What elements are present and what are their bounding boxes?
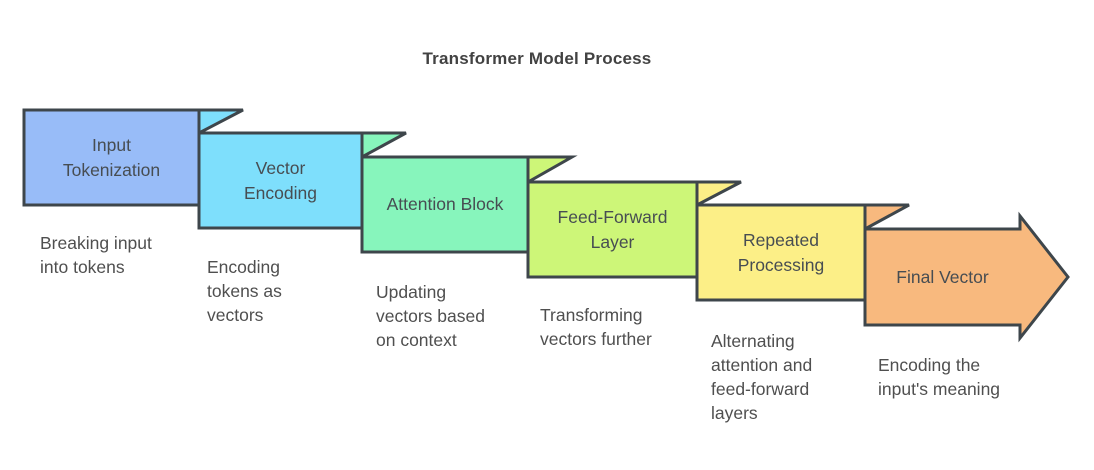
step-label: Repeated Processing <box>737 229 825 275</box>
step-fold-icon <box>360 131 407 160</box>
step-fold-icon <box>526 155 578 185</box>
step-label: Final Vector <box>896 266 989 287</box>
step-label: Vector Encoding <box>244 157 317 203</box>
step-description: Breaking input into tokens <box>40 233 152 277</box>
step-description: Updating vectors based on context <box>376 282 485 350</box>
step-fold-icon <box>863 203 910 232</box>
diagram-title: Transformer Model Process <box>422 49 652 68</box>
step-description: Transforming vectors further <box>540 305 652 349</box>
step-fold-icon <box>197 108 244 136</box>
step-description: Encoding tokens as vectors <box>207 257 282 325</box>
step-description: Encoding the input's meaning <box>878 355 1001 399</box>
step-fold-icon <box>695 180 742 208</box>
step-label: Input Tokenization <box>62 134 161 180</box>
step-label: Feed-Forward Layer <box>557 206 668 252</box>
step-description: Alternating attention and feed-forward l… <box>711 331 813 423</box>
step-arrow-shape <box>863 211 1070 343</box>
step-label: Attention Block <box>386 194 504 214</box>
